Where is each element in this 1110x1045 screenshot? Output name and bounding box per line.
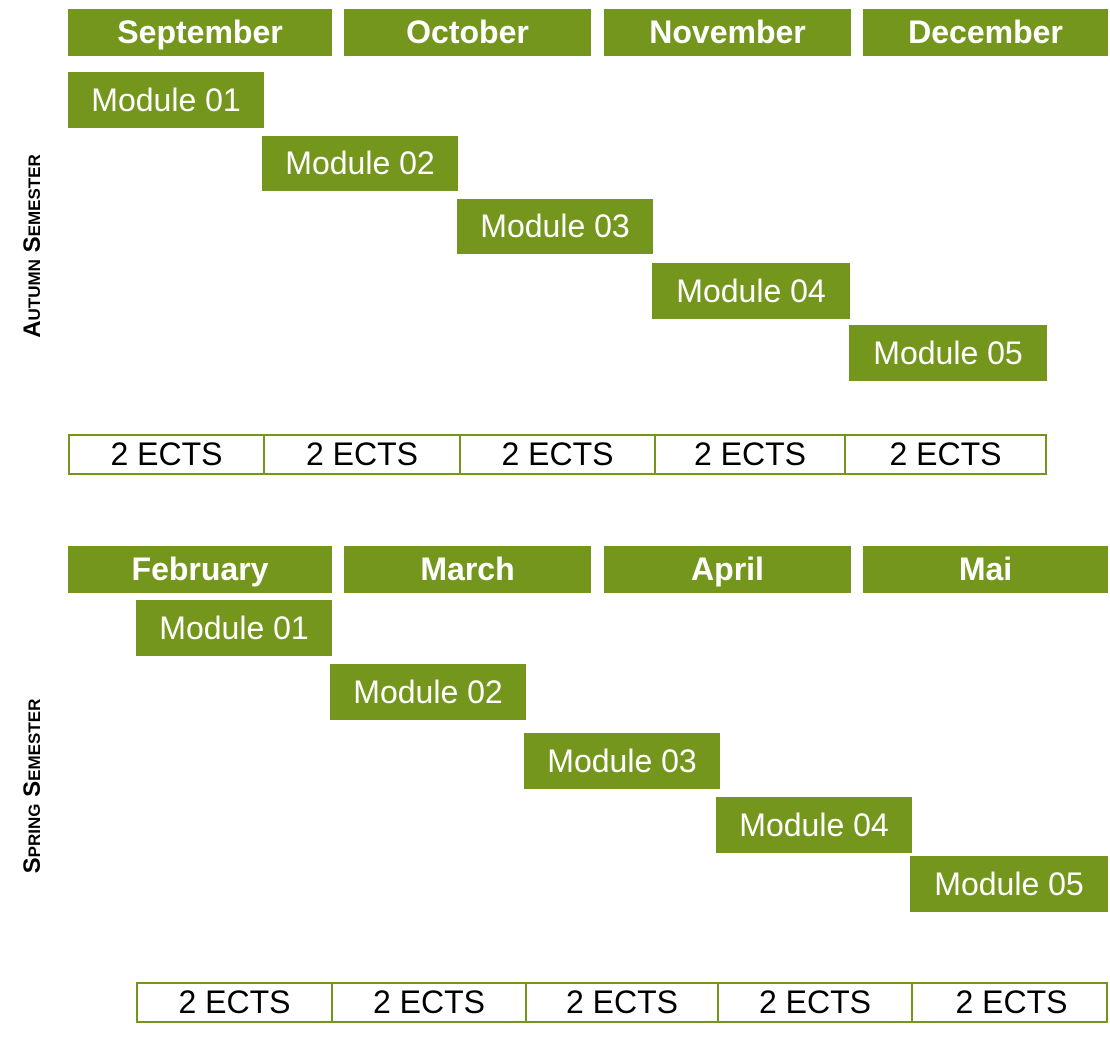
ects-cell: 2 ECTS xyxy=(70,436,265,473)
ects-cell: 2 ECTS xyxy=(138,984,333,1021)
month-header: March xyxy=(344,546,591,593)
month-header: October xyxy=(344,9,591,56)
ects-row: 2 ECTS 2 ECTS 2 ECTS 2 ECTS 2 ECTS xyxy=(136,982,1108,1023)
module-block: Module 04 xyxy=(652,263,850,319)
autumn-semester-label: Autumn Semester xyxy=(19,154,46,338)
ects-row: 2 ECTS 2 ECTS 2 ECTS 2 ECTS 2 ECTS xyxy=(68,434,1047,475)
ects-cell: 2 ECTS xyxy=(719,984,913,1021)
ects-cell: 2 ECTS xyxy=(333,984,527,1021)
month-header: November xyxy=(604,9,851,56)
module-block: Module 02 xyxy=(330,664,526,720)
spring-semester-label: Spring Semester xyxy=(19,698,46,874)
module-block: Module 04 xyxy=(716,797,912,853)
module-block: Module 03 xyxy=(524,733,720,789)
ects-cell: 2 ECTS xyxy=(889,436,1002,472)
month-header: December xyxy=(863,9,1108,56)
ects-cell: 2 ECTS xyxy=(656,436,846,473)
module-block: Module 02 xyxy=(262,136,458,191)
ects-cell: 2 ECTS xyxy=(461,436,656,473)
month-header: April xyxy=(604,546,851,593)
month-header: February xyxy=(68,546,332,593)
module-block: Module 01 xyxy=(136,600,332,656)
ects-cell: 2 ECTS xyxy=(955,984,1068,1020)
module-block: Module 05 xyxy=(910,856,1108,912)
module-block: Module 05 xyxy=(849,325,1047,381)
module-block: Module 03 xyxy=(457,199,653,254)
month-header: September xyxy=(68,9,332,56)
month-header: Mai xyxy=(863,546,1108,593)
ects-cell: 2 ECTS xyxy=(265,436,461,473)
module-block: Module 01 xyxy=(68,72,264,128)
ects-cell: 2 ECTS xyxy=(527,984,719,1021)
